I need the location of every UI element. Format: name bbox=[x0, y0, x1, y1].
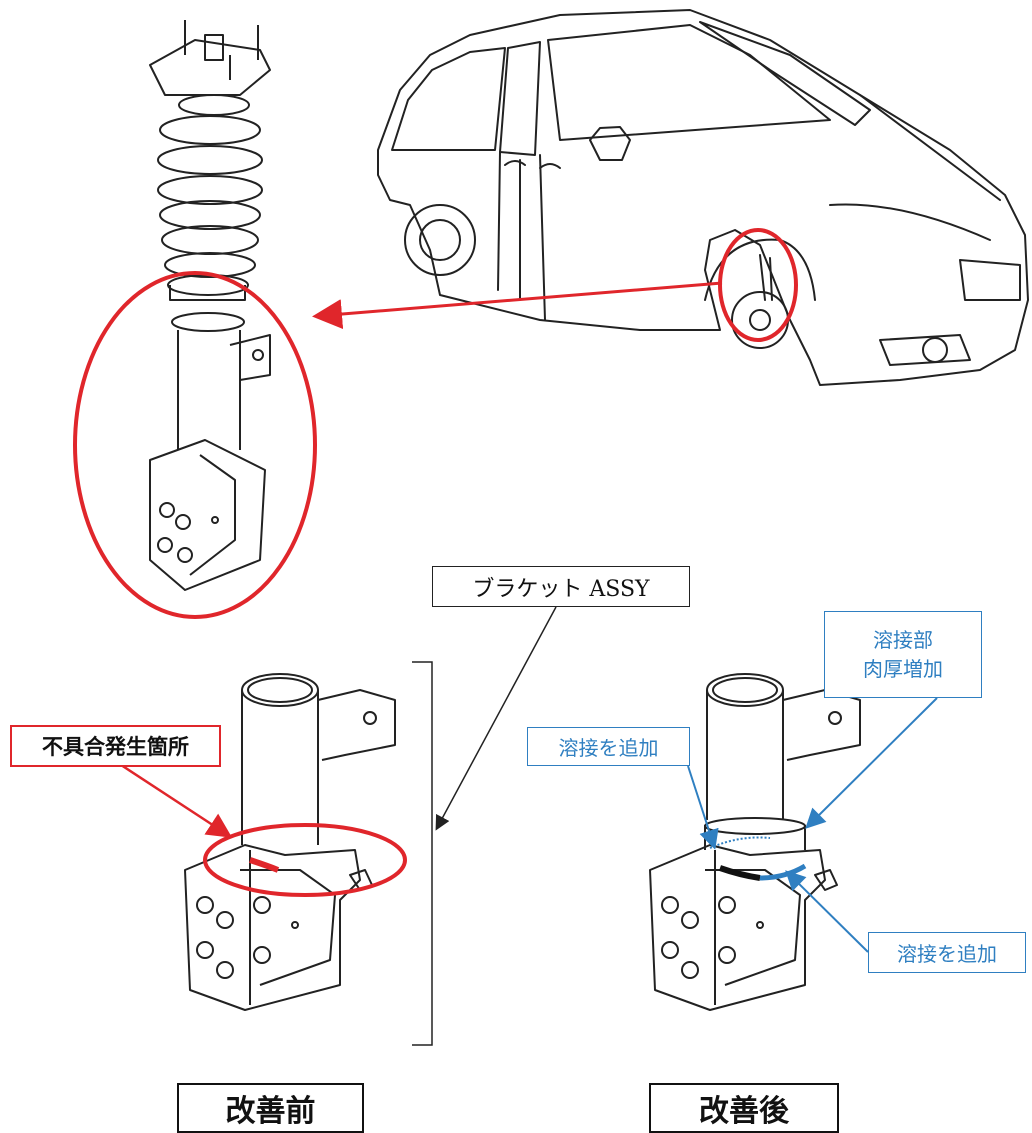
weld-right-pointer bbox=[785, 870, 869, 953]
defect-highlight-ellipse bbox=[203, 823, 407, 897]
added-weld-lower-black bbox=[719, 865, 761, 881]
strut-highlight-ellipse bbox=[73, 271, 317, 619]
defect-pointer-arrow bbox=[117, 761, 233, 838]
weld-added-left-label: 溶接を追加 bbox=[527, 727, 690, 766]
strut-bracket-before-icon bbox=[184, 673, 396, 1011]
strut-bracket-after-icon bbox=[649, 673, 861, 1011]
weld-thickness-pointer bbox=[805, 697, 938, 829]
weld-thickness-line2: 肉厚増加 bbox=[863, 656, 943, 681]
defect-weld-mark bbox=[249, 857, 280, 873]
wheel-highlight-circle bbox=[718, 228, 798, 342]
assy-range-bracket bbox=[412, 661, 433, 1046]
weld-thickness-label: 溶接部 肉厚増加 bbox=[824, 611, 982, 698]
weld-thickness-line1: 溶接部 bbox=[873, 627, 933, 652]
bracket-assy-label: ブラケット ASSY bbox=[432, 566, 690, 607]
coilover-strut-icon bbox=[149, 20, 271, 591]
before-caption: 改善前 bbox=[177, 1083, 364, 1133]
after-caption: 改善後 bbox=[649, 1083, 839, 1133]
minivan-icon bbox=[377, 9, 1029, 386]
red-pointer-arrow bbox=[312, 281, 723, 329]
weld-left-pointer bbox=[687, 765, 719, 850]
assy-pointer-arrow bbox=[435, 606, 557, 831]
added-weld-lower bbox=[759, 863, 807, 881]
defect-location-label: 不具合発生箇所 bbox=[10, 725, 221, 767]
weld-added-right-label: 溶接を追加 bbox=[868, 932, 1026, 973]
